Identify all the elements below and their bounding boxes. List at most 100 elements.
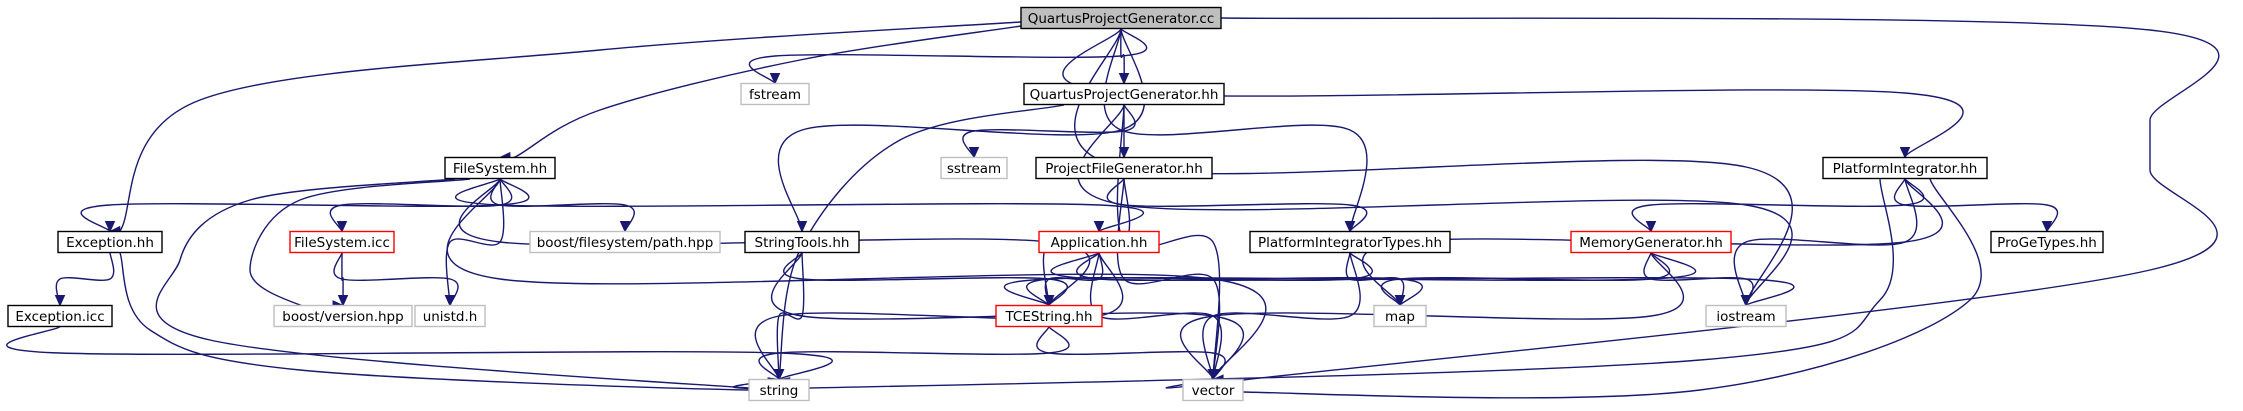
- node-pfg-hh[interactable]: ProjectFileGenerator.hh: [1035, 156, 1213, 180]
- node-box: [744, 230, 860, 254]
- edge-filesystem_icc-to-unistd: [333, 252, 459, 307]
- edge-pi_hh-to-memgen_hh: [1631, 178, 1925, 233]
- node-fstream[interactable]: fstream: [740, 82, 810, 106]
- node-vector[interactable]: vector: [1182, 378, 1244, 402]
- node-string[interactable]: string: [748, 378, 810, 402]
- node-label: fstream: [749, 87, 801, 103]
- edge-pfg_hh-to-pit_hh: [1106, 178, 1368, 233]
- edge-exception_hh-to-exception_icc: [54, 252, 115, 307]
- arrowhead-icon: [54, 295, 66, 307]
- node-box: [273, 304, 413, 328]
- node-memgen-hh[interactable]: MemoryGenerator.hh: [1570, 230, 1732, 254]
- edge-qpg_cc-to-vector: [1165, 17, 2220, 389]
- node-unistd[interactable]: unistd.h: [414, 304, 486, 328]
- arrowhead-icon: [1093, 221, 1105, 233]
- edge-pi_hh-to-iostream: [1733, 178, 1918, 307]
- arrowhead-icon: [1043, 295, 1055, 307]
- node-application-hh[interactable]: Application.hh: [1038, 230, 1160, 254]
- node-pi-hh[interactable]: PlatformIntegrator.hh: [1822, 156, 1988, 180]
- node-label: PlatformIntegratorTypes.hh: [1258, 235, 1442, 251]
- arrowhead-icon: [1740, 295, 1752, 307]
- node-label: ProjectFileGenerator.hh: [1045, 161, 1203, 177]
- node-exception-hh[interactable]: Exception.hh: [57, 230, 163, 254]
- node-label: vector: [1192, 383, 1235, 399]
- edge-filesystem_hh-to-application_hh: [454, 177, 1145, 233]
- arrowhead-icon: [336, 221, 348, 233]
- node-label: map: [1385, 309, 1415, 325]
- node-pit-hh[interactable]: PlatformIntegratorTypes.hh: [1249, 230, 1451, 254]
- node-box: [7, 304, 113, 328]
- node-boost-version[interactable]: boost/version.hpp: [273, 304, 413, 328]
- node-box: [1020, 6, 1222, 30]
- node-label: FileSystem.icc: [294, 235, 390, 251]
- edge-filesystem_hh-to-exception_hh: [80, 177, 530, 233]
- arrowhead-icon: [1118, 73, 1130, 85]
- edge-qpg_cc-to-fstream: [748, 27, 1148, 85]
- node-box: [748, 378, 810, 402]
- node-qpg-cc[interactable]: QuartusProjectGenerator.cc: [1020, 6, 1222, 30]
- edge-qpg_cc-to-qpg_hh: [1118, 28, 1130, 85]
- arrowhead-icon: [796, 221, 808, 233]
- node-filesystem-hh[interactable]: FileSystem.hh: [444, 156, 556, 180]
- node-exception-icc[interactable]: Exception.icc: [7, 304, 113, 328]
- node-box: [1249, 230, 1451, 254]
- node-box: [740, 82, 810, 106]
- node-box: [995, 304, 1103, 328]
- edge-filesystem_hh-to-filesystem_icc: [329, 178, 513, 233]
- edge-qpg_cc-to-stringtools_hh: [777, 28, 1146, 233]
- arrowhead-icon: [2041, 221, 2053, 233]
- edge-pi_hh-to-vector: [1198, 178, 1982, 399]
- edge-filesystem_hh-to-boost_path: [490, 178, 635, 233]
- arrowhead-icon: [1899, 147, 1911, 159]
- node-filesystem-icc[interactable]: FileSystem.icc: [289, 230, 395, 254]
- node-label: StringTools.hh: [755, 235, 850, 251]
- node-label: QuartusProjectGenerator.hh: [1030, 87, 1219, 103]
- node-box: [1570, 230, 1732, 254]
- node-iostream[interactable]: iostream: [1705, 304, 1787, 328]
- node-progetypes-hh[interactable]: ProGeTypes.hh: [1990, 230, 2104, 254]
- node-box: [1038, 230, 1160, 254]
- node-label: unistd.h: [423, 309, 478, 325]
- edge-qpg_cc-to-pit_hh: [1103, 28, 1368, 233]
- edge-qpg_hh-to-sstream: [962, 104, 1136, 159]
- node-sstream[interactable]: sstream: [940, 156, 1008, 180]
- arrowhead-icon: [1344, 221, 1356, 233]
- node-label: Application.hh: [1051, 235, 1148, 251]
- edge-pit_hh-to-vector: [1202, 252, 1361, 381]
- node-boost-path[interactable]: boost/filesystem/path.hpp: [529, 230, 721, 254]
- node-box: [1705, 304, 1787, 328]
- node-tcestring-hh[interactable]: TCEString.hh: [995, 304, 1103, 328]
- arrowhead-icon: [769, 73, 781, 85]
- edge-exception_icc-to-string: [6, 325, 833, 381]
- node-label: sstream: [947, 161, 1001, 177]
- node-label: Exception.hh: [66, 235, 154, 251]
- node-label: MemoryGenerator.hh: [1579, 235, 1723, 251]
- node-box: [1035, 156, 1213, 180]
- node-box: [444, 156, 556, 180]
- node-label: iostream: [1716, 309, 1775, 325]
- edge-tcestring_hh-to-string: [758, 326, 1070, 381]
- node-map[interactable]: map: [1373, 304, 1427, 328]
- edge-filesystem_hh-to-vector: [446, 178, 1267, 381]
- arrowhead-icon: [104, 221, 116, 233]
- edge-qpg_hh-to-pfg_hh: [1118, 104, 1130, 159]
- node-stringtools-hh[interactable]: StringTools.hh: [744, 230, 860, 254]
- edges-layer: [6, 17, 2220, 399]
- node-label: FileSystem.hh: [453, 161, 547, 177]
- arrowhead-icon: [619, 221, 631, 233]
- arrowhead-icon: [444, 295, 456, 307]
- node-label: boost/filesystem/path.hpp: [537, 235, 714, 251]
- node-label: TCEString.hh: [1004, 309, 1092, 325]
- arrowhead-icon: [968, 147, 980, 159]
- node-box: [289, 230, 395, 254]
- edge-qpg_cc-to-pi_hh: [1062, 28, 1964, 159]
- node-box: [57, 230, 163, 254]
- node-qpg-hh[interactable]: QuartusProjectGenerator.hh: [1023, 82, 1225, 106]
- node-box: [414, 304, 486, 328]
- node-label: PlatformIntegrator.hh: [1833, 161, 1978, 177]
- arrowhead-icon: [1394, 295, 1406, 307]
- edge-filesystem_hh-to-string: [155, 178, 800, 391]
- node-box: [529, 230, 721, 254]
- nodes-layer: QuartusProjectGenerator.cc fstream Quartus…: [7, 6, 2104, 402]
- arrowhead-icon: [1118, 147, 1130, 159]
